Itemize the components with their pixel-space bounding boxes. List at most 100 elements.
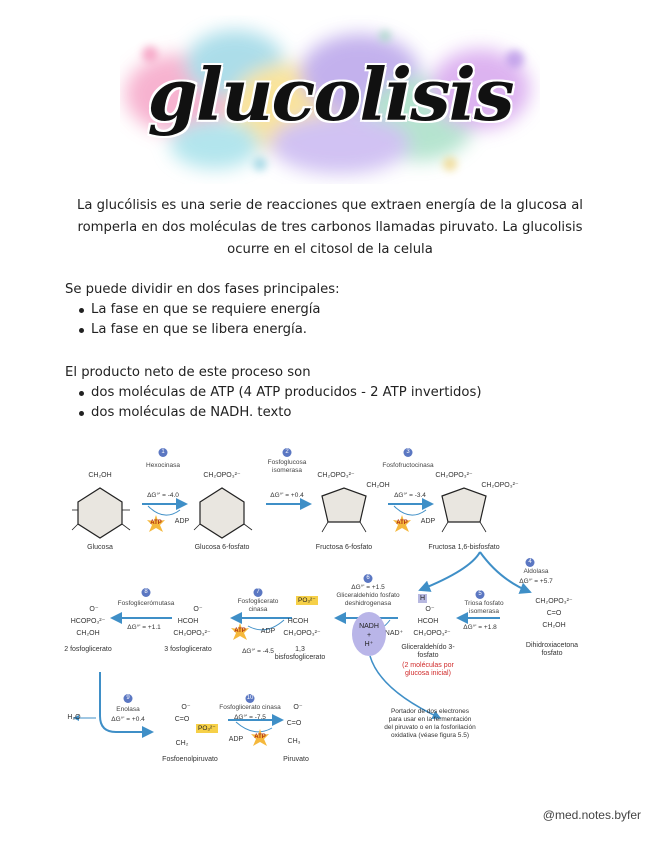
f16bp-ring xyxy=(441,487,487,523)
phosphate-box: PO₃²⁻ xyxy=(196,724,218,733)
enzyme-label: Fosfoglicerómutasa xyxy=(117,600,175,607)
delta-g-label: ΔG°' = -7.5 xyxy=(234,714,266,721)
formula-label: HCOPO₃²⁻ xyxy=(70,618,106,625)
molecule-name: 2 fosfoglicerato xyxy=(64,646,112,653)
atp-burst: ATP xyxy=(231,623,249,641)
delta-g-label: ΔG°' = +0.4 xyxy=(111,716,145,723)
list-item: dos moléculas de ATP (4 ATP producidos -… xyxy=(79,383,585,403)
formula-label: O⁻ xyxy=(293,704,303,711)
formula-label: CH₂ xyxy=(175,740,189,747)
enzyme-label: Fosfoglicerato cinasa xyxy=(237,598,279,613)
water-label: H₂O xyxy=(67,714,81,721)
list-item: La fase en que se libera energía. xyxy=(79,320,585,340)
enolase-arrow xyxy=(99,672,154,738)
delta-g-label: ΔG°' = +1.1 xyxy=(127,624,161,631)
formula-label: CH₂OPO₃²⁻ xyxy=(283,630,321,637)
formula-label: C=O xyxy=(546,610,562,617)
formula-label: CH₃ xyxy=(287,738,301,745)
formula-label: HCOH xyxy=(287,618,309,625)
formula-label: HCOH xyxy=(177,618,199,625)
split-arrows xyxy=(418,551,532,594)
row1-curves xyxy=(147,505,427,516)
delta-g-label: ΔG°' = -4.5 xyxy=(242,648,274,655)
phosphate-box: PO₃²⁻ xyxy=(296,596,318,605)
product-list: dos moléculas de ATP (4 ATP producidos -… xyxy=(79,383,585,423)
delta-g-label: ΔG°' = +0.4 xyxy=(270,492,304,499)
atp-burst: ATP xyxy=(251,729,269,747)
step-number: 8 xyxy=(141,588,151,597)
glucose-ring xyxy=(77,487,123,539)
molecule-name: Fosfoenolpiruvato xyxy=(162,756,218,763)
delta-g-label: ΔG°' = +5.7 xyxy=(519,578,553,585)
molecule-name: 1,3 bisfosfoglicerato xyxy=(274,646,326,661)
enzyme-label: Gliceraldehído fosfato deshidrogenasa xyxy=(336,592,400,607)
nad-label: NAD⁺ xyxy=(384,630,404,637)
enzyme-label: Triosa fosfato isomerasa xyxy=(464,600,504,615)
pk-curve xyxy=(235,721,273,733)
list-item: La fase en que se requiere energía xyxy=(79,300,585,320)
formula-label: C=O xyxy=(174,716,190,723)
atp-label: ATP xyxy=(254,734,266,740)
formula-label: CH₂OH xyxy=(88,472,112,479)
phases-heading: Se puede dividir en dos fases principale… xyxy=(65,282,340,297)
delta-g-label: ΔG°' = +1.5 xyxy=(351,584,385,591)
g3p-note: (2 moléculas por glucosa inicial) xyxy=(402,662,454,677)
step-number: 7 xyxy=(253,588,263,597)
formula-label: O⁻ xyxy=(89,606,99,613)
molecule-name: Gliceraldehído 3-fosfato xyxy=(401,644,455,659)
title-banner: glucolisis xyxy=(120,14,540,184)
molecule-name: Dihidroxiacetona fosfato xyxy=(525,642,579,657)
nadh-circle: NADH + H⁺ xyxy=(352,612,386,656)
delta-g-label: ΔG°' = -4.0 xyxy=(147,492,179,499)
formula-label: CH₂OPO₃²⁻ xyxy=(317,472,355,479)
list-item: dos moléculas de NADH. texto xyxy=(79,403,585,423)
formula-label: CH₂OPO₃²⁻ xyxy=(481,482,519,489)
atp-label: ATP xyxy=(234,628,246,634)
page-title: glucolisis xyxy=(147,52,514,137)
glycolysis-diagram: 1 2 3 4 5 6 7 8 9 10 Hexocinasa Fosfoglu… xyxy=(60,440,600,770)
h-box: H xyxy=(418,594,428,603)
formula-label: CH₂OH xyxy=(366,482,390,489)
molecule-name: Glucosa xyxy=(87,544,113,551)
formula-label: CH₂OPO₃²⁻ xyxy=(203,472,241,479)
step-number: 1 xyxy=(158,448,168,457)
step-number: 3 xyxy=(403,448,413,457)
step-number: 5 xyxy=(475,590,485,599)
formula-label: CH₂OH xyxy=(76,630,100,637)
delta-g-label: ΔG°' = +1.8 xyxy=(463,624,497,631)
adp-label: ADP xyxy=(174,518,190,525)
enzyme-label: Hexocinasa xyxy=(146,462,180,469)
formula-label: CH₂OPO₃²⁻ xyxy=(435,472,473,479)
atp-label: ATP xyxy=(396,520,408,526)
step-number: 4 xyxy=(525,558,535,567)
step-number: 9 xyxy=(123,694,133,703)
nadh-note: Portador de dos electrones para usar en … xyxy=(384,708,476,739)
g6p-ring xyxy=(199,487,245,539)
enzyme-label: Aldolasa xyxy=(523,568,549,575)
formula-label: O⁻ xyxy=(181,704,191,711)
intro-paragraph: La glucólisis es una serie de reacciones… xyxy=(77,198,583,257)
formula-label: O⁻ xyxy=(425,606,435,613)
enzyme-label: Fosfoglicerato cinasa xyxy=(219,704,281,711)
formula-label: CH₂OH xyxy=(542,622,566,629)
step-number: 6 xyxy=(363,574,373,583)
adp-label: ADP xyxy=(228,736,244,743)
h-plus-label: H⁺ xyxy=(364,641,374,648)
ring-bonds xyxy=(71,509,487,533)
ring-shapes xyxy=(77,487,487,539)
atp-burst: ATP xyxy=(147,515,165,533)
molecule-name: Fructosa 1,6-bisfosfato xyxy=(428,544,500,551)
enzyme-label: Enolasa xyxy=(116,706,140,713)
product-section: El producto neto de este proceso son dos… xyxy=(65,363,585,423)
formula-label: CH₂OPO₃²⁻ xyxy=(173,630,211,637)
formula-label: CH₂OPO₃²⁻ xyxy=(535,598,573,605)
adp-label: ADP xyxy=(260,628,276,635)
author-credit: @med.notes.byfer xyxy=(542,808,641,822)
formula-label: C=O xyxy=(286,720,302,727)
step-number: 10 xyxy=(245,694,255,703)
delta-g-label: ΔG°' = -3.4 xyxy=(394,492,426,499)
atp-label: ATP xyxy=(150,520,162,526)
formula-label: O⁻ xyxy=(193,606,203,613)
adp-label: ADP xyxy=(420,518,436,525)
nadh-label: NADH xyxy=(359,623,379,630)
